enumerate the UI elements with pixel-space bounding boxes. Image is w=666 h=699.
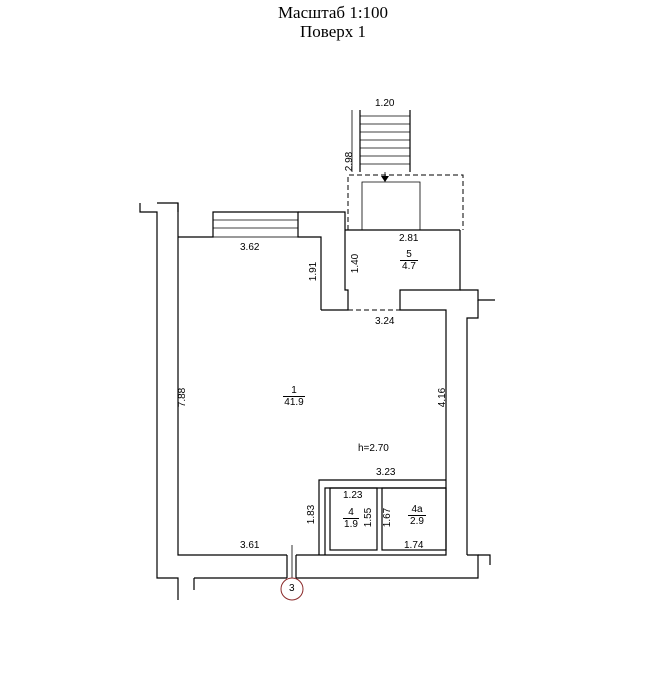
dim-left-height: 7.88 xyxy=(177,387,189,408)
ceiling-height: h=2.70 xyxy=(358,443,389,454)
room-5-area: 4.7 xyxy=(400,260,418,272)
room-5-label: 5 4.7 xyxy=(400,249,418,272)
dim-right-height: 4.16 xyxy=(437,387,449,408)
dim-stair-width: 1.20 xyxy=(375,98,395,109)
room-1-number: 1 xyxy=(291,385,297,396)
dim-wc-block-width: 3.23 xyxy=(376,467,396,478)
room-4a-number: 4а xyxy=(411,504,423,515)
room-4-label: 4 1.9 xyxy=(343,507,359,530)
walls xyxy=(139,202,495,600)
dim-wc4-width: 1.23 xyxy=(343,490,363,501)
room-4-area: 1.9 xyxy=(343,518,359,530)
dim-stair-length: 2.98 xyxy=(344,151,356,172)
dim-wc-left-height: 1.83 xyxy=(306,504,318,525)
room-1-label: 1 41.9 xyxy=(283,385,305,408)
room-1-area: 41.9 xyxy=(283,396,305,408)
dim-vestibule-width: 2.81 xyxy=(399,233,419,244)
wc-block xyxy=(318,479,447,555)
stairs xyxy=(351,110,411,182)
dim-bottom-width: 3.61 xyxy=(240,540,260,551)
dim-top-left-width: 3.62 xyxy=(240,242,260,253)
dim-inner-step: 1.91 xyxy=(308,261,320,282)
dim-vestibule-depth: 1.40 xyxy=(350,253,362,274)
dim-passage-width: 3.24 xyxy=(375,316,395,327)
dim-wc4-depth: 1.55 xyxy=(363,507,375,528)
porch xyxy=(347,174,464,230)
floor-title: Поверх 1 xyxy=(300,22,366,41)
dim-wc4a-width: 1.74 xyxy=(404,540,424,551)
room-4a-label: 4а 2.9 xyxy=(408,504,426,527)
dim-wc4a-depth: 1.67 xyxy=(382,507,394,528)
room-4-number: 4 xyxy=(348,507,354,518)
window xyxy=(212,211,299,238)
room-5-number: 5 xyxy=(406,249,412,260)
axis-marker-label: 3 xyxy=(289,583,295,594)
axis-marker xyxy=(280,545,304,601)
room-4a-area: 2.9 xyxy=(408,515,426,527)
scale-title: Масштаб 1:100 xyxy=(277,3,389,22)
